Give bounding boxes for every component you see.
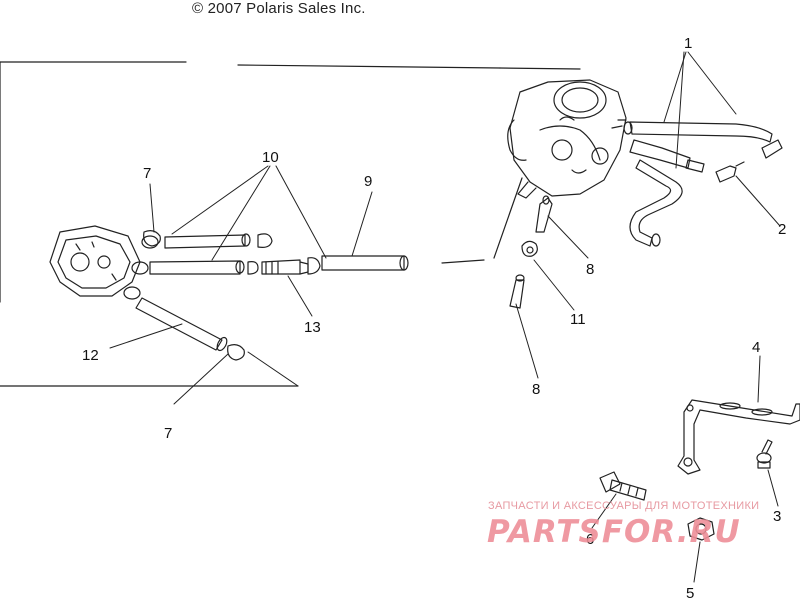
nut-5	[687, 517, 715, 541]
callout-labels: 1 2 3 4 5 6 7 7 8 8 9 10 11 12 13	[82, 35, 786, 602]
frame-lines	[0, 61, 581, 387]
leader-lines	[109, 51, 781, 583]
bracket-4	[677, 399, 800, 475]
callout-5: 5	[686, 585, 694, 598]
callout-8-lower: 8	[532, 381, 540, 398]
callout-4: 4	[752, 339, 760, 356]
hose-10-lower	[149, 260, 259, 275]
hose-8-lower	[509, 274, 525, 309]
hose-10-upper	[164, 233, 273, 249]
callout-9: 9	[364, 173, 372, 190]
hose-9	[321, 255, 485, 271]
callout-6: 6	[586, 531, 594, 548]
fitting-13	[261, 257, 321, 275]
watermark-caption: ЗАПЧАСТИ И АКСЕССУАРЫ ДЛЯ МОТОТЕХНИКИ	[488, 500, 760, 512]
fuel-pump	[49, 225, 159, 300]
callout-8-upper: 8	[586, 261, 594, 278]
callout-11: 11	[570, 311, 586, 328]
clamp-7-lower	[227, 344, 245, 361]
copyright-notice: © 2007 Polaris Sales Inc.	[192, 0, 366, 17]
callout-7-lower: 7	[164, 425, 172, 442]
callout-2: 2	[778, 221, 786, 238]
tee-fitting-11	[521, 240, 538, 257]
carb-vent-hoses-1	[623, 121, 783, 247]
carburetor	[493, 79, 627, 259]
callout-1: 1	[684, 35, 692, 52]
screw-3	[756, 439, 773, 469]
callout-10: 10	[262, 149, 279, 166]
hose-8-upper	[535, 195, 553, 233]
callout-3: 3	[773, 508, 781, 525]
hose-12	[135, 297, 228, 352]
bolt-6	[599, 471, 647, 501]
callout-13: 13	[304, 319, 321, 336]
callout-12: 12	[82, 347, 99, 364]
watermark-logo: PARTSFOR.RU	[487, 514, 741, 550]
callout-7-upper: 7	[143, 165, 151, 182]
fitting-2	[715, 161, 745, 183]
clamp-7-upper	[143, 230, 161, 247]
